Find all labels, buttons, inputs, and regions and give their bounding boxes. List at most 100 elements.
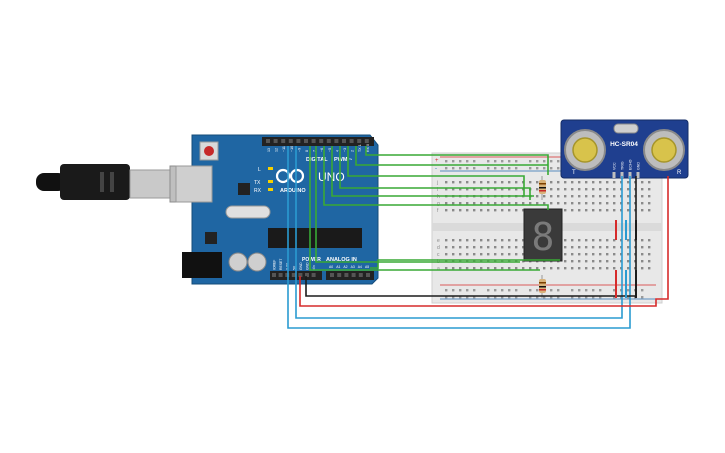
wire-green-4[interactable]: [339, 146, 531, 200]
terminal-hole[interactable]: [522, 246, 525, 249]
terminal-hole[interactable]: [613, 239, 616, 242]
terminal-hole[interactable]: [473, 239, 476, 242]
terminal-hole[interactable]: [641, 202, 644, 205]
terminal-hole[interactable]: [585, 188, 588, 191]
terminal-hole[interactable]: [648, 253, 651, 256]
terminal-hole[interactable]: [592, 181, 595, 184]
terminal-hole[interactable]: [578, 253, 581, 256]
analog-pin-hole[interactable]: [351, 273, 356, 277]
terminal-hole[interactable]: [613, 260, 616, 263]
terminal-hole[interactable]: [641, 209, 644, 212]
sensor-pin[interactable]: [612, 172, 616, 178]
rail-hole[interactable]: [501, 289, 504, 292]
terminal-hole[interactable]: [627, 188, 630, 191]
wire-red-5v[interactable]: [299, 176, 669, 307]
rail-hole[interactable]: [501, 160, 504, 163]
rail-hole[interactable]: [515, 289, 518, 292]
terminal-hole[interactable]: [529, 202, 532, 205]
terminal-hole[interactable]: [599, 260, 602, 263]
rail-hole[interactable]: [508, 296, 511, 299]
terminal-hole[interactable]: [543, 202, 546, 205]
rail-hole[interactable]: [550, 296, 553, 299]
terminal-hole[interactable]: [571, 188, 574, 191]
terminal-hole[interactable]: [557, 202, 560, 205]
wire-green-9[interactable]: [370, 259, 560, 269]
rail-hole[interactable]: [466, 296, 469, 299]
terminal-hole[interactable]: [529, 267, 532, 270]
terminal-hole[interactable]: [613, 246, 616, 249]
rail-hole[interactable]: [543, 160, 546, 163]
resistor-top[interactable]: [539, 176, 546, 200]
terminal-hole[interactable]: [452, 239, 455, 242]
terminal-hole[interactable]: [508, 209, 511, 212]
power-pin-hole[interactable]: [298, 273, 303, 277]
terminal-hole[interactable]: [613, 253, 616, 256]
rail-hole[interactable]: [536, 167, 539, 170]
terminal-hole[interactable]: [529, 181, 532, 184]
rail-hole[interactable]: [557, 289, 560, 292]
terminal-hole[interactable]: [578, 209, 581, 212]
rail-hole[interactable]: [487, 289, 490, 292]
terminal-hole[interactable]: [501, 253, 504, 256]
terminal-hole[interactable]: [459, 202, 462, 205]
terminal-hole[interactable]: [627, 253, 630, 256]
digital-pin-hole[interactable]: [288, 139, 293, 143]
terminal-hole[interactable]: [627, 209, 630, 212]
usb-cable[interactable]: [36, 164, 199, 203]
terminal-hole[interactable]: [494, 239, 497, 242]
wire-green-5[interactable]: [331, 146, 534, 197]
rail-hole[interactable]: [550, 289, 553, 292]
terminal-hole[interactable]: [641, 188, 644, 191]
terminal-hole[interactable]: [466, 209, 469, 212]
rail-hole[interactable]: [473, 296, 476, 299]
seven-segment-display[interactable]: 8: [523, 208, 563, 262]
terminal-hole[interactable]: [550, 202, 553, 205]
rail-hole[interactable]: [494, 167, 497, 170]
rail-hole[interactable]: [445, 167, 448, 170]
sensor-pin[interactable]: [620, 172, 624, 178]
rail-hole[interactable]: [641, 296, 644, 299]
rail-hole[interactable]: [466, 289, 469, 292]
terminal-hole[interactable]: [522, 267, 525, 270]
digital-pin-hole[interactable]: [349, 139, 354, 143]
terminal-hole[interactable]: [599, 181, 602, 184]
digital-pin-hole[interactable]: [311, 139, 316, 143]
rail-hole[interactable]: [578, 296, 581, 299]
terminal-hole[interactable]: [627, 202, 630, 205]
terminal-hole[interactable]: [445, 202, 448, 205]
rail-hole[interactable]: [445, 296, 448, 299]
terminal-hole[interactable]: [515, 181, 518, 184]
terminal-hole[interactable]: [578, 267, 581, 270]
rail-hole[interactable]: [550, 167, 553, 170]
terminal-hole[interactable]: [494, 253, 497, 256]
terminal-hole[interactable]: [445, 209, 448, 212]
terminal-hole[interactable]: [515, 188, 518, 191]
terminal-hole[interactable]: [578, 181, 581, 184]
terminal-hole[interactable]: [480, 239, 483, 242]
rail-hole[interactable]: [445, 160, 448, 163]
rail-hole[interactable]: [515, 160, 518, 163]
terminal-hole[interactable]: [648, 209, 651, 212]
wire-blue-echo[interactable]: [287, 146, 631, 329]
rail-hole[interactable]: [508, 160, 511, 163]
terminal-hole[interactable]: [550, 181, 553, 184]
terminal-hole[interactable]: [543, 267, 546, 270]
terminal-hole[interactable]: [515, 209, 518, 212]
terminal-hole[interactable]: [592, 246, 595, 249]
digital-pin-hole[interactable]: [334, 139, 339, 143]
terminal-hole[interactable]: [606, 260, 609, 263]
terminal-hole[interactable]: [487, 267, 490, 270]
terminal-hole[interactable]: [522, 260, 525, 263]
rail-hole[interactable]: [487, 160, 490, 163]
rail-hole[interactable]: [599, 296, 602, 299]
rail-hole[interactable]: [627, 296, 630, 299]
terminal-hole[interactable]: [592, 267, 595, 270]
rail-hole[interactable]: [536, 296, 539, 299]
terminal-hole[interactable]: [508, 181, 511, 184]
terminal-hole[interactable]: [536, 267, 539, 270]
terminal-hole[interactable]: [564, 260, 567, 263]
rail-hole[interactable]: [508, 167, 511, 170]
terminal-hole[interactable]: [459, 253, 462, 256]
terminal-hole[interactable]: [564, 253, 567, 256]
terminal-hole[interactable]: [578, 239, 581, 242]
